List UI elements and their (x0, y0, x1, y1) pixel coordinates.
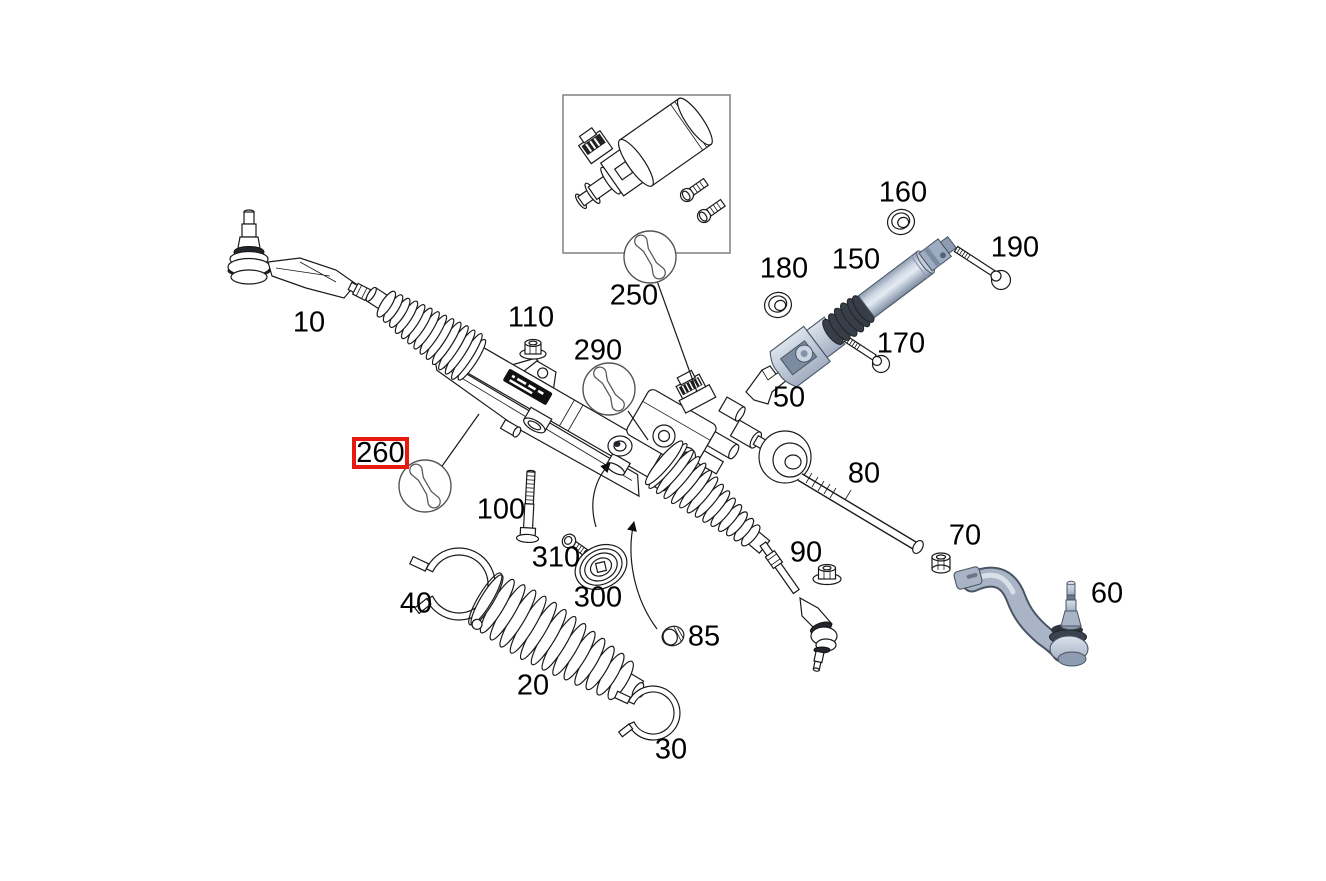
callout-90[interactable]: 90 (789, 536, 823, 569)
callout-20[interactable]: 20 (516, 669, 550, 702)
boot-20-drawing (468, 572, 646, 701)
inset-bolt-drawing (679, 177, 709, 203)
callout-190[interactable]: 190 (990, 231, 1040, 264)
leader-line-290 (627, 410, 649, 441)
inner-tie-rod-80-drawing (758, 430, 924, 555)
callout-300[interactable]: 300 (573, 581, 623, 614)
inset-box (562, 94, 731, 254)
wrench-icon (582, 362, 636, 416)
callout-170[interactable]: 170 (876, 327, 926, 360)
callout-40[interactable]: 40 (399, 587, 433, 620)
callout-150[interactable]: 150 (831, 243, 881, 276)
pointer-arrow (627, 521, 658, 630)
callout-110[interactable]: 110 (507, 301, 555, 334)
callout-310[interactable]: 310 (531, 541, 581, 574)
nut-70-drawing (931, 552, 951, 574)
pointer-arrow (592, 462, 611, 528)
inset-bolt-drawing (696, 198, 726, 224)
callout-100[interactable]: 100 (476, 493, 526, 526)
rack-right-tie-rod-drawing (759, 541, 838, 672)
inset-motor-drawing (574, 97, 713, 210)
callout-260: 260 (356, 436, 405, 469)
bolt-170-drawing (843, 335, 891, 374)
rack-left-bellows-drawing (365, 286, 487, 381)
nut-160-drawing (886, 208, 916, 236)
plug-85-drawing (661, 625, 685, 647)
callout-80[interactable]: 80 (847, 457, 881, 490)
callout-160[interactable]: 160 (878, 176, 928, 209)
bushing-300-drawing (574, 543, 628, 591)
callout-60[interactable]: 60 (1090, 577, 1124, 610)
callout-10[interactable]: 10 (292, 306, 326, 339)
leader-line-250 (656, 280, 698, 393)
steering-shaft-150-drawing (769, 235, 957, 388)
callout-85[interactable]: 85 (687, 620, 721, 653)
callout-50[interactable]: 50 (772, 381, 806, 414)
callout-180[interactable]: 180 (759, 252, 809, 285)
clamp-40-drawing (409, 547, 496, 621)
nut-110-drawing (519, 338, 547, 360)
clamp-30-drawing (613, 685, 681, 741)
bolt-190-drawing (953, 245, 1012, 291)
callout-290[interactable]: 290 (573, 334, 623, 367)
callout-250[interactable]: 250 (609, 279, 659, 312)
tie-rod-end-60-drawing (953, 566, 1089, 667)
nut-90-drawing (812, 563, 842, 586)
highlighted-callout-box[interactable]: 260 (352, 437, 409, 469)
callout-30[interactable]: 30 (654, 733, 688, 766)
wrench-icon (623, 230, 677, 284)
nut-180-drawing (763, 291, 793, 319)
bolt-100-drawing (515, 469, 540, 544)
bolt-310-drawing (561, 533, 590, 557)
callout-70[interactable]: 70 (948, 519, 982, 552)
leader-line-260 (439, 413, 480, 470)
steering-rack-housing-drawing (427, 324, 683, 498)
rack-right-bellows-drawing (644, 440, 771, 554)
